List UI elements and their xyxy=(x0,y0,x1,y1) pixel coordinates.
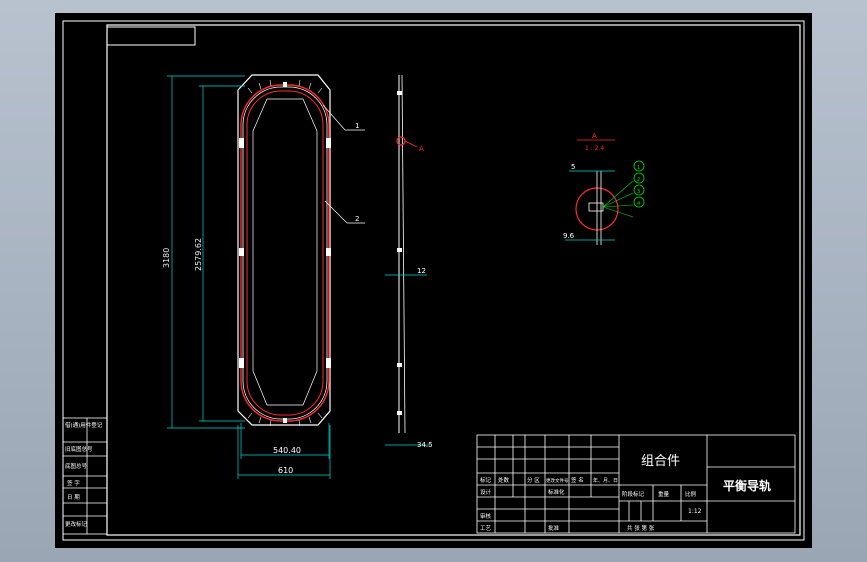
balloon-2: 2 xyxy=(637,177,640,183)
hdr-weight: 重量 xyxy=(658,490,670,498)
drawing-canvas: 借(通)用件登记 旧底图总号 底图总号 签 字 日 期 更改标记 xyxy=(62,20,805,541)
hdr-process: 工艺 xyxy=(480,525,492,532)
dim-inner-width: 540.40 xyxy=(273,446,301,455)
main-dimensions xyxy=(167,75,331,479)
part-leaders xyxy=(322,104,365,224)
side-row-3: 底图总号 xyxy=(65,462,88,470)
hdr-sheets: 共 张 第 张 xyxy=(627,524,655,532)
rail-loop-view xyxy=(237,74,331,427)
balloon-3: 3 xyxy=(637,189,640,195)
drawing-sheet: 借(通)用件登记 旧底图总号 底图总号 签 字 日 期 更改标记 xyxy=(55,13,812,548)
side-row-1: 借(通)用件登记 xyxy=(65,421,103,429)
side-row-2: 旧底图总号 xyxy=(65,445,93,453)
hdr-standardization: 标准化 xyxy=(548,488,565,496)
dim-rail-depth: 34.5 xyxy=(417,441,433,449)
part-number-2: 2 xyxy=(355,215,359,223)
section-title-a: A xyxy=(592,132,597,140)
hdr-signature: 签 名 xyxy=(571,476,584,484)
assembly-label: 组合件 xyxy=(641,454,680,469)
section-scale: 1 : 2.4 xyxy=(585,145,604,152)
hdr-count: 处数 xyxy=(498,476,510,484)
outer-border xyxy=(62,20,805,541)
rail-side-view xyxy=(385,74,430,446)
dim-detail-offset: 9.6 xyxy=(563,232,575,240)
code-box xyxy=(106,26,196,46)
dim-detail-width: 5 xyxy=(571,163,575,171)
dim-outer-width: 610 xyxy=(278,466,293,475)
side-row-5: 日 期 xyxy=(67,494,80,501)
dim-overall-height: 3180 xyxy=(162,248,171,268)
inner-frame xyxy=(106,24,801,536)
hdr-stage-mark: 阶段标记 xyxy=(622,490,645,498)
dim-rail-width: 12 xyxy=(417,267,426,275)
hdr-date: 年、月、日 xyxy=(593,477,618,484)
balloon-4: 4 xyxy=(637,201,640,207)
hdr-mark: 标记 xyxy=(480,476,492,484)
hdr-check: 审核 xyxy=(480,512,492,520)
side-row-6: 更改标记 xyxy=(65,520,88,528)
side-row-4: 签 字 xyxy=(67,479,80,487)
section-detail-a xyxy=(565,139,645,245)
balloon-1: 1 xyxy=(637,165,640,171)
side-table xyxy=(62,417,108,535)
title-block xyxy=(476,434,796,534)
part-number-1: 1 xyxy=(355,122,359,130)
hdr-approve: 批准 xyxy=(548,524,560,532)
hdr-zone: 分 区 xyxy=(527,476,540,484)
hdr-change-doc: 更改文件号 xyxy=(546,477,569,484)
hdr-ratio: 比例 xyxy=(685,490,697,498)
dim-inner-height: 2579.62 xyxy=(194,238,203,271)
section-marker-a: A xyxy=(419,145,424,153)
hdr-design: 设计 xyxy=(480,488,492,496)
scale-value: 1:12 xyxy=(688,508,702,515)
drawing-name: 平衡导轨 xyxy=(723,478,771,493)
